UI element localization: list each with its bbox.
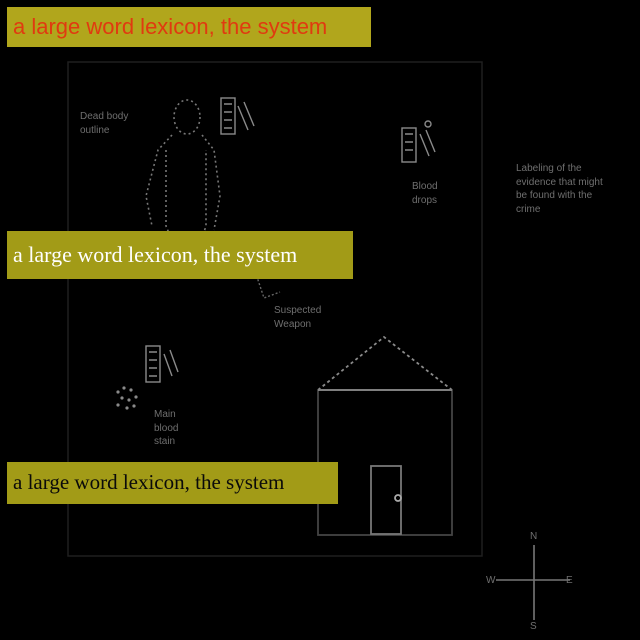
label-weapon: Suspected Weapon <box>274 305 322 330</box>
compass-icon <box>496 545 570 620</box>
body-outline-icon <box>145 99 221 251</box>
evidence-marker-icon <box>220 97 255 135</box>
compass-east-label: E <box>566 575 573 586</box>
label-body-outline: Dead body outline <box>80 111 129 136</box>
label-main-blood-stain: Main blood stain <box>154 409 179 447</box>
compass-south-label: S <box>530 621 537 632</box>
house-icon <box>317 335 453 536</box>
label-evidence-note: Labeling of the evidence that might be f… <box>516 163 603 215</box>
caption-middle: a large word lexicon, the system <box>7 231 353 279</box>
label-blood-drops: Blood drops <box>412 181 438 206</box>
blood-stain-icon <box>116 386 138 410</box>
sketch-frame <box>67 61 483 557</box>
evidence-marker-icon <box>145 345 179 383</box>
caption-bottom: a large word lexicon, the system <box>7 462 338 504</box>
compass-north-label: N <box>530 531 538 542</box>
evidence-marker-icon <box>401 120 436 163</box>
caption-top: a large word lexicon, the system <box>7 7 371 47</box>
compass-west-label: W <box>486 575 496 586</box>
